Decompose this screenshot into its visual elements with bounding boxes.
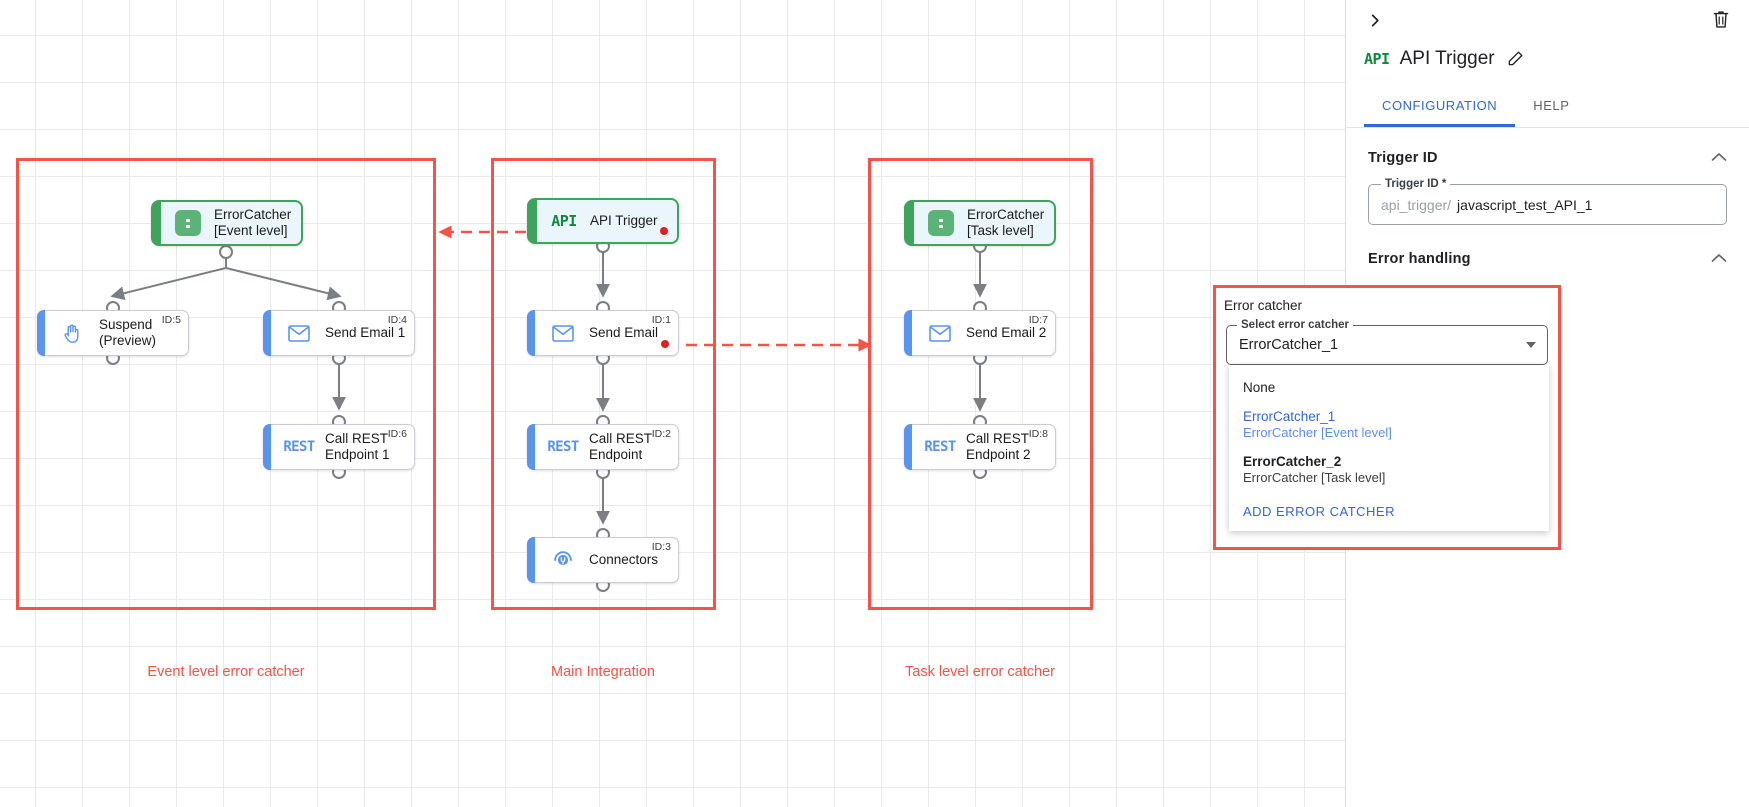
envelope-icon (282, 324, 316, 342)
trigger-id-value: javascript_test_API_1 (1457, 196, 1593, 213)
rest-icon: REST (283, 439, 315, 455)
group-label-main-integration: Main Integration (551, 664, 655, 680)
envelope-icon (923, 324, 957, 342)
node-accent-bar (37, 310, 45, 356)
error-catcher-icon (924, 210, 958, 236)
node-call-rest-endpoint[interactable]: REST Call REST Endpoint ID:2 (527, 424, 679, 470)
option-primary: None (1243, 380, 1276, 395)
hand-icon (56, 323, 90, 344)
select-error-catcher-label: Select error catcher (1237, 319, 1354, 331)
node-label: Send Email 1 (325, 325, 406, 341)
trigger-id-prefix: api_trigger/ (1381, 196, 1452, 213)
section-title: Trigger ID (1368, 150, 1438, 166)
node-error-catcher-event-level[interactable]: ErrorCatcher [Event level] (151, 200, 303, 246)
node-suspend[interactable]: Suspend (Preview) ID:5 (37, 310, 189, 356)
node-label: Call REST Endpoint 2 (966, 431, 1031, 462)
trash-icon[interactable] (1711, 9, 1733, 31)
panel-topbar (1346, 0, 1749, 42)
group-frame-event-level (16, 158, 436, 610)
group-frame-main-integration (491, 158, 716, 610)
node-id: ID:3 (651, 541, 671, 553)
page-title: API Trigger (1399, 48, 1495, 69)
section-title: Error handling (1368, 251, 1471, 267)
error-indicator-dot (660, 227, 668, 235)
workflow-canvas[interactable]: Event level error catcher Main Integrati… (0, 0, 1345, 807)
node-id: ID:4 (387, 314, 407, 326)
node-id: ID:5 (161, 314, 181, 326)
node-label: Send Email 2 (966, 325, 1047, 341)
panel-tabs: CONFIGURATION HELP (1346, 90, 1749, 128)
node-label: ErrorCatcher [Event level] (214, 207, 292, 238)
node-call-rest-endpoint-1[interactable]: REST Call REST Endpoint 1 ID:6 (263, 424, 415, 470)
node-accent-bar (527, 424, 535, 470)
node-label: Connectors (589, 552, 659, 568)
trigger-id-field-label: Trigger ID * (1381, 178, 1451, 190)
node-accent-bar (904, 424, 912, 470)
node-accent-bar (263, 310, 271, 356)
connectors-icon (546, 548, 580, 572)
error-catcher-icon (171, 210, 205, 236)
node-id: ID:1 (651, 314, 671, 326)
node-accent-bar (152, 201, 161, 245)
node-accent-bar (528, 199, 537, 243)
dropdown-option-errorcatcher-2[interactable]: ErrorCatcher_2 ErrorCatcher [Task level] (1229, 447, 1549, 492)
node-accent-bar (527, 537, 535, 583)
add-error-catcher-button[interactable]: ADD ERROR CATCHER (1243, 504, 1395, 519)
group-frame-task-level (868, 158, 1093, 610)
node-id: ID:2 (651, 428, 671, 440)
node-accent-bar (904, 310, 912, 356)
dropdown-option-errorcatcher-1[interactable]: ErrorCatcher_1 ErrorCatcher [Event level… (1229, 402, 1549, 447)
node-id: ID:6 (387, 428, 407, 440)
node-send-email-2[interactable]: Send Email 2 ID:7 (904, 310, 1056, 356)
node-label: Suspend (Preview) (99, 317, 157, 348)
rest-icon: REST (547, 439, 579, 455)
node-accent-bar (905, 201, 914, 245)
trigger-id-input[interactable]: Trigger ID * api_trigger/ javascript_tes… (1368, 178, 1727, 225)
error-catcher-highlight-box: Error catcher Select error catcher Error… (1213, 285, 1561, 550)
api-icon: API (1364, 50, 1390, 68)
group-label-task-level: Task level error catcher (905, 664, 1055, 680)
tab-help[interactable]: HELP (1533, 98, 1570, 113)
node-label: Call REST Endpoint 1 (325, 431, 390, 462)
error-catcher-select-wrap: Select error catcher ErrorCatcher_1 (1216, 313, 1558, 365)
node-error-catcher-task-level[interactable]: ErrorCatcher [Task level] (904, 200, 1056, 246)
envelope-icon (546, 324, 580, 342)
rest-icon: REST (924, 439, 956, 455)
node-id: ID:7 (1028, 314, 1048, 326)
panel-title-row: API API Trigger (1346, 42, 1749, 76)
trigger-id-field-wrap: Trigger ID * api_trigger/ javascript_tes… (1346, 166, 1749, 225)
section-header-trigger-id[interactable]: Trigger ID (1346, 128, 1749, 166)
error-indicator-dot (661, 340, 669, 348)
node-connectors[interactable]: Connectors ID:3 (527, 537, 679, 583)
option-primary: ErrorCatcher_2 (1243, 454, 1342, 469)
option-secondary: ErrorCatcher [Event level] (1243, 425, 1392, 440)
api-icon: API (551, 212, 577, 230)
node-accent-bar (527, 310, 535, 356)
node-label: API Trigger (590, 213, 658, 229)
chevron-right-icon[interactable] (1362, 7, 1388, 33)
error-catcher-label: Error catcher (1224, 298, 1303, 313)
select-error-catcher-value: ErrorCatcher_1 (1239, 337, 1339, 353)
node-call-rest-endpoint-2[interactable]: REST Call REST Endpoint 2 ID:8 (904, 424, 1056, 470)
error-catcher-dropdown-menu: None ErrorCatcher_1 ErrorCatcher [Event … (1229, 365, 1549, 531)
option-primary: ErrorCatcher_1 (1243, 409, 1336, 424)
chevron-up-icon[interactable] (1711, 151, 1727, 165)
dropdown-option-none[interactable]: None (1229, 373, 1549, 402)
node-id: ID:8 (1028, 428, 1048, 440)
group-label-event-level: Event level error catcher (147, 664, 305, 680)
chevron-down-icon[interactable] (1526, 342, 1536, 348)
node-api-trigger[interactable]: API API Trigger (527, 198, 679, 244)
node-label: ErrorCatcher [Task level] (967, 207, 1045, 238)
option-secondary: ErrorCatcher [Task level] (1243, 470, 1386, 485)
node-label: Send Email (589, 325, 659, 341)
select-error-catcher[interactable]: Select error catcher ErrorCatcher_1 (1226, 319, 1548, 365)
node-send-email[interactable]: Send Email ID:1 (527, 310, 679, 356)
node-accent-bar (263, 424, 271, 470)
node-label: Call REST Endpoint (589, 431, 653, 462)
pencil-icon[interactable] (1507, 50, 1525, 68)
chevron-up-icon[interactable] (1711, 252, 1727, 266)
tab-configuration[interactable]: CONFIGURATION (1364, 90, 1516, 127)
node-send-email-1[interactable]: Send Email 1 ID:4 (263, 310, 415, 356)
section-header-error-handling[interactable]: Error handling (1346, 225, 1749, 267)
